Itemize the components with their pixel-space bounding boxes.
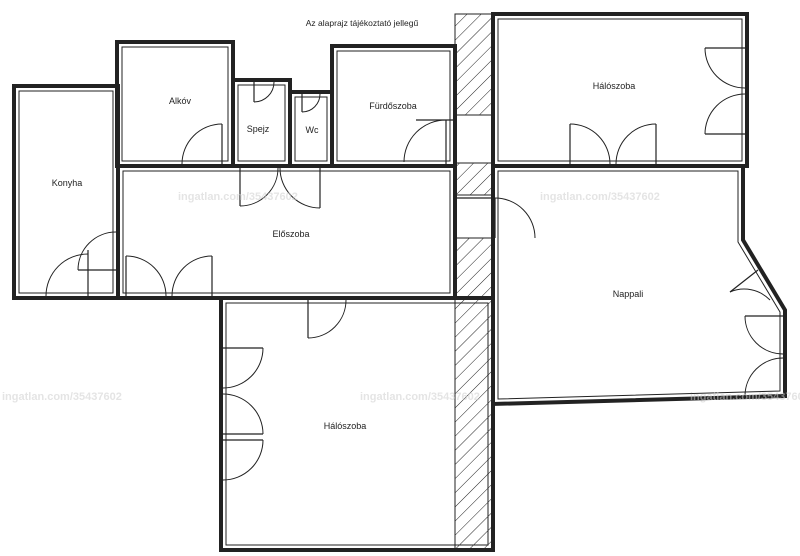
door-haloszoba-top-double — [569, 123, 657, 165]
label-wc: Wc — [306, 125, 319, 135]
door-nappali-entry — [455, 197, 536, 239]
door-eloszoba-double — [125, 255, 213, 297]
door-nappali-right — [729, 269, 784, 397]
door-eloszoba-top — [239, 167, 321, 209]
doors — [45, 47, 784, 481]
watermark-2: ingatlan.com/35437602 — [540, 191, 660, 203]
door-wc — [301, 93, 321, 113]
label-eloszoba: Előszoba — [272, 229, 309, 239]
room-haloszoba-top: Hálószoba — [491, 12, 749, 168]
label-haloszoba-bottom: Hálószoba — [324, 421, 367, 431]
label-furdoszoba: Fürdőszoba — [369, 101, 417, 111]
label-konyha: Konyha — [52, 178, 83, 188]
door-haloszoba-bottom-top — [307, 299, 347, 339]
room-furdoszoba: Fürdőszoba — [330, 44, 457, 168]
hatched-wall — [454, 13, 494, 551]
watermark-3: ingatlan.com/35437602 — [2, 391, 122, 403]
watermark-5: ingatlan.com/35437602 — [690, 391, 800, 403]
room-konyha: Konyha — [12, 84, 120, 300]
room-wc: Wc — [288, 90, 334, 168]
watermarks: ingatlan.com/35437602 ingatlan.com/35437… — [2, 191, 800, 403]
plan-note: Az alaprajz tájékoztató jellegű — [306, 18, 419, 28]
label-nappali: Nappali — [613, 289, 644, 299]
room-spejz: Spejz — [231, 78, 292, 168]
label-alkov: Alkóv — [169, 96, 192, 106]
door-konyha — [45, 231, 117, 297]
label-haloszoba-top: Hálószoba — [593, 81, 636, 91]
room-eloszoba: Előszoba — [116, 164, 457, 300]
room-haloszoba-bottom: Hálószoba — [219, 296, 495, 552]
watermark-4: ingatlan.com/35437602 — [360, 391, 480, 403]
label-spejz: Spejz — [247, 124, 270, 134]
door-furdoszoba — [403, 119, 447, 164]
door-haloszoba-bottom-left — [222, 347, 264, 481]
door-alkov — [181, 123, 223, 165]
door-haloszoba-top-right — [704, 47, 746, 135]
watermark-1: ingatlan.com/35437602 — [178, 191, 298, 203]
door-spejz — [253, 81, 275, 103]
room-alkov: Alkóv — [115, 40, 235, 168]
